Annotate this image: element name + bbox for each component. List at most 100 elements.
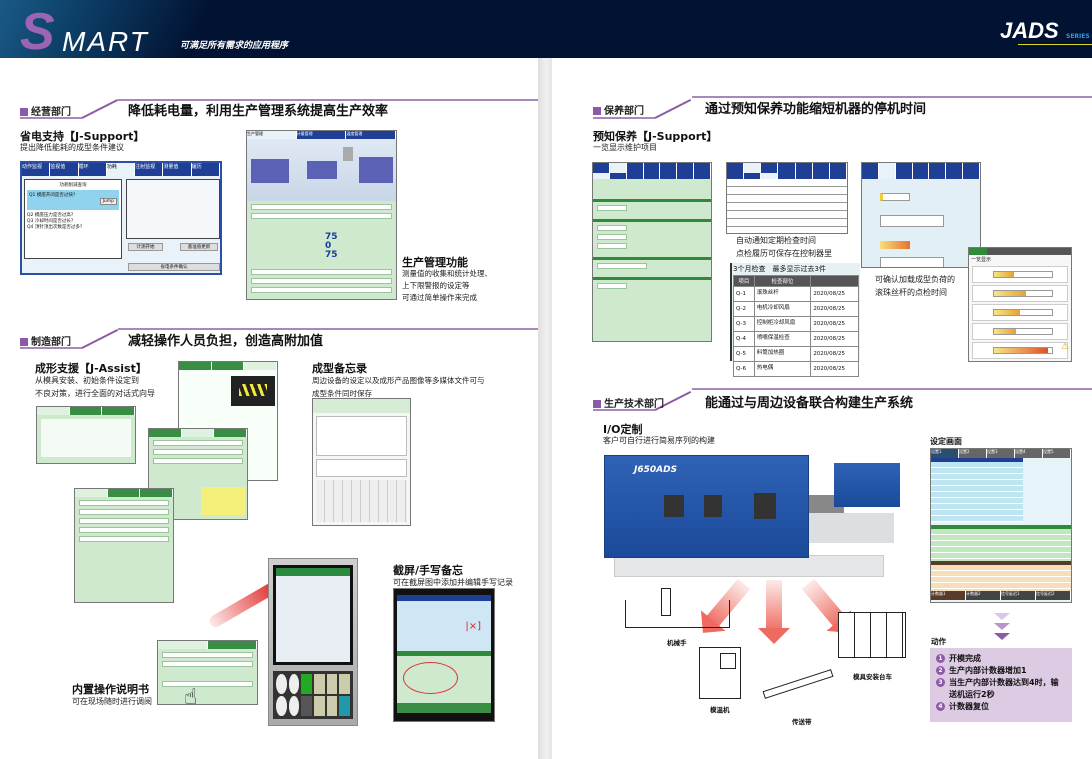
tab[interactable]: 动作监视 xyxy=(22,163,51,176)
keyboard xyxy=(316,480,407,522)
manual-screen xyxy=(157,640,258,705)
desc-line: 周边设备的设定以及成形产品图像等多媒体文件可与 xyxy=(312,376,485,385)
ballscrew-check-screen xyxy=(861,162,981,268)
footer-tab[interactable]: 信号延迟2 xyxy=(1036,591,1071,600)
header-decoration xyxy=(0,0,260,58)
robot-arm-icon xyxy=(625,588,730,628)
assist-screen-4 xyxy=(74,488,174,603)
equipment-label: 模具安装台车 xyxy=(853,673,892,681)
section-overline xyxy=(692,388,1092,390)
injection-machine-image: J650ADS xyxy=(604,455,900,577)
load-bar xyxy=(993,290,1026,297)
tab[interactable]: 监视值 xyxy=(50,163,79,176)
section-underline xyxy=(20,117,82,119)
header-tagline: 可满足所有需求的应用程序 xyxy=(180,41,289,51)
tab[interactable]: 设置1 xyxy=(931,449,959,458)
io-title: I/O定制 xyxy=(603,423,643,436)
section-title: 通过预知保养功能缩短机器的停机时间 xyxy=(705,102,927,117)
load-bar-card xyxy=(972,323,1068,340)
tab[interactable]: 设置2 xyxy=(959,449,987,458)
power-saving-screen: 动作监视监视值循环功耗注射监视测量值履历 功耗削减查询 Q1 模座开闭是否过快?… xyxy=(20,161,222,275)
smart-logo-s: S xyxy=(20,3,55,61)
desc-line: 滚珠丝杆的点检时间 xyxy=(875,288,947,297)
value-readout: 75 xyxy=(325,232,338,242)
load-bar-card xyxy=(972,304,1068,321)
section-title: 降低耗电量，利用生产管理系统提高生产效率 xyxy=(128,104,389,119)
assist-desc: 从模具安装、初始条件设定到 不良对策，进行全面的对话式向导 xyxy=(35,374,155,400)
desc-line: 不良对策，进行全面的对话式向导 xyxy=(35,389,155,398)
footer-tab[interactable]: 计数器1 xyxy=(931,591,966,600)
controller-panel xyxy=(268,558,358,726)
load-bar-card xyxy=(972,285,1068,302)
jump-button[interactable]: Jump xyxy=(99,198,117,205)
desc-line: 上下限警报的设定等 xyxy=(402,281,470,290)
down-triangle-icon xyxy=(994,613,1010,620)
tab[interactable]: 设置5 xyxy=(1043,449,1071,458)
production-management-screen: 生产管理计量管理温度管理 75 0 75 xyxy=(246,130,397,300)
production-mgmt-title: 生产管理功能 xyxy=(402,256,468,269)
io-desc: 客户可自行进行简易序列的构建 xyxy=(603,436,715,445)
footer-tab[interactable]: 计数器2 xyxy=(966,591,1001,600)
machine-diagram xyxy=(247,139,396,201)
feature-title: 预知保养【J-Support】 xyxy=(593,130,718,143)
table-caption: 3个月检查 最多显示过去3件 xyxy=(733,265,826,273)
load-bar xyxy=(993,271,1014,278)
load-bars xyxy=(969,266,1071,359)
section-overline xyxy=(692,96,1092,98)
jads-series-label: SERIES xyxy=(1066,33,1090,40)
production-mgmt-desc: 测量值的收集和统计处理、 上下限警报的设定等 可通过简单操作来完成 xyxy=(402,268,492,304)
manual-desc: 可在现场随时进行调阅 xyxy=(72,697,152,706)
load-bar xyxy=(993,347,1049,354)
load-bar xyxy=(993,328,1016,335)
equipment-label: 机械手 xyxy=(667,639,687,647)
tab[interactable]: 生产管理 xyxy=(247,131,297,139)
periodic-check-screen xyxy=(726,162,848,234)
arrow-to-conveyor-icon xyxy=(758,580,790,644)
equipment-label: 传送带 xyxy=(792,718,812,726)
tab[interactable]: 履历 xyxy=(191,163,220,176)
load-bar-card xyxy=(972,266,1068,283)
footer-tab[interactable]: 信号延迟1 xyxy=(1001,591,1036,600)
desc-line: 从模具安装、初始条件设定到 xyxy=(35,376,139,385)
equipment-label: 模温机 xyxy=(710,706,730,714)
confirm-button[interactable]: 省电条件确认 xyxy=(128,263,220,271)
section-overline xyxy=(118,328,538,330)
desc-line: 测量值的收集和统计处理、 xyxy=(402,269,492,278)
page-gutter xyxy=(538,58,552,759)
tab[interactable]: 设置4 xyxy=(1015,449,1043,458)
measure-start-button[interactable]: 计测开始 xyxy=(128,243,163,251)
assist-title: 成形支援【J-Assist】 xyxy=(35,362,147,375)
tab[interactable]: 温度管理 xyxy=(346,131,396,139)
actions-title: 动作 xyxy=(931,637,946,646)
tab[interactable]: 设置3 xyxy=(987,449,1015,458)
tab[interactable]: 注射监视 xyxy=(135,163,164,176)
smart-logo-mart: MART xyxy=(62,26,149,57)
section-title: 能通过与周边设备联合构建生产系统 xyxy=(705,396,914,411)
memo-screen xyxy=(312,398,411,526)
settings-title: 设定画面 xyxy=(930,437,962,446)
panel-title: 功耗削减查询 xyxy=(59,183,87,188)
tab[interactable]: 测量值 xyxy=(163,163,192,176)
manual-title: 内置操作说明书 xyxy=(72,683,149,696)
desc-line: 可确认加载成型负荷的 xyxy=(875,275,955,284)
tab[interactable]: 功耗 xyxy=(106,163,136,176)
section-underline xyxy=(593,409,655,411)
feature-title: 省电支持【J-Support】 xyxy=(20,130,145,143)
tab[interactable]: 循环 xyxy=(78,163,107,176)
question: Q2 模座压力是否过高? xyxy=(27,213,74,218)
baseline-update-button[interactable]: 基准值更新 xyxy=(180,243,218,251)
down-triangle-icon xyxy=(994,623,1010,630)
warning-icon: ⚠ xyxy=(1061,342,1070,352)
section-slant xyxy=(81,328,119,349)
section-tag-manufacturing: 制造部门 xyxy=(20,333,71,348)
load-check-desc: 可确认加载成型负荷的 滚珠丝杆的点检时间 xyxy=(875,273,955,299)
tab[interactable]: 计量管理 xyxy=(296,131,347,139)
question: Q4 顶针顶出次数是否过多? xyxy=(27,225,83,230)
panel-title: 一览显示 xyxy=(971,257,992,263)
section-slant xyxy=(654,98,692,119)
